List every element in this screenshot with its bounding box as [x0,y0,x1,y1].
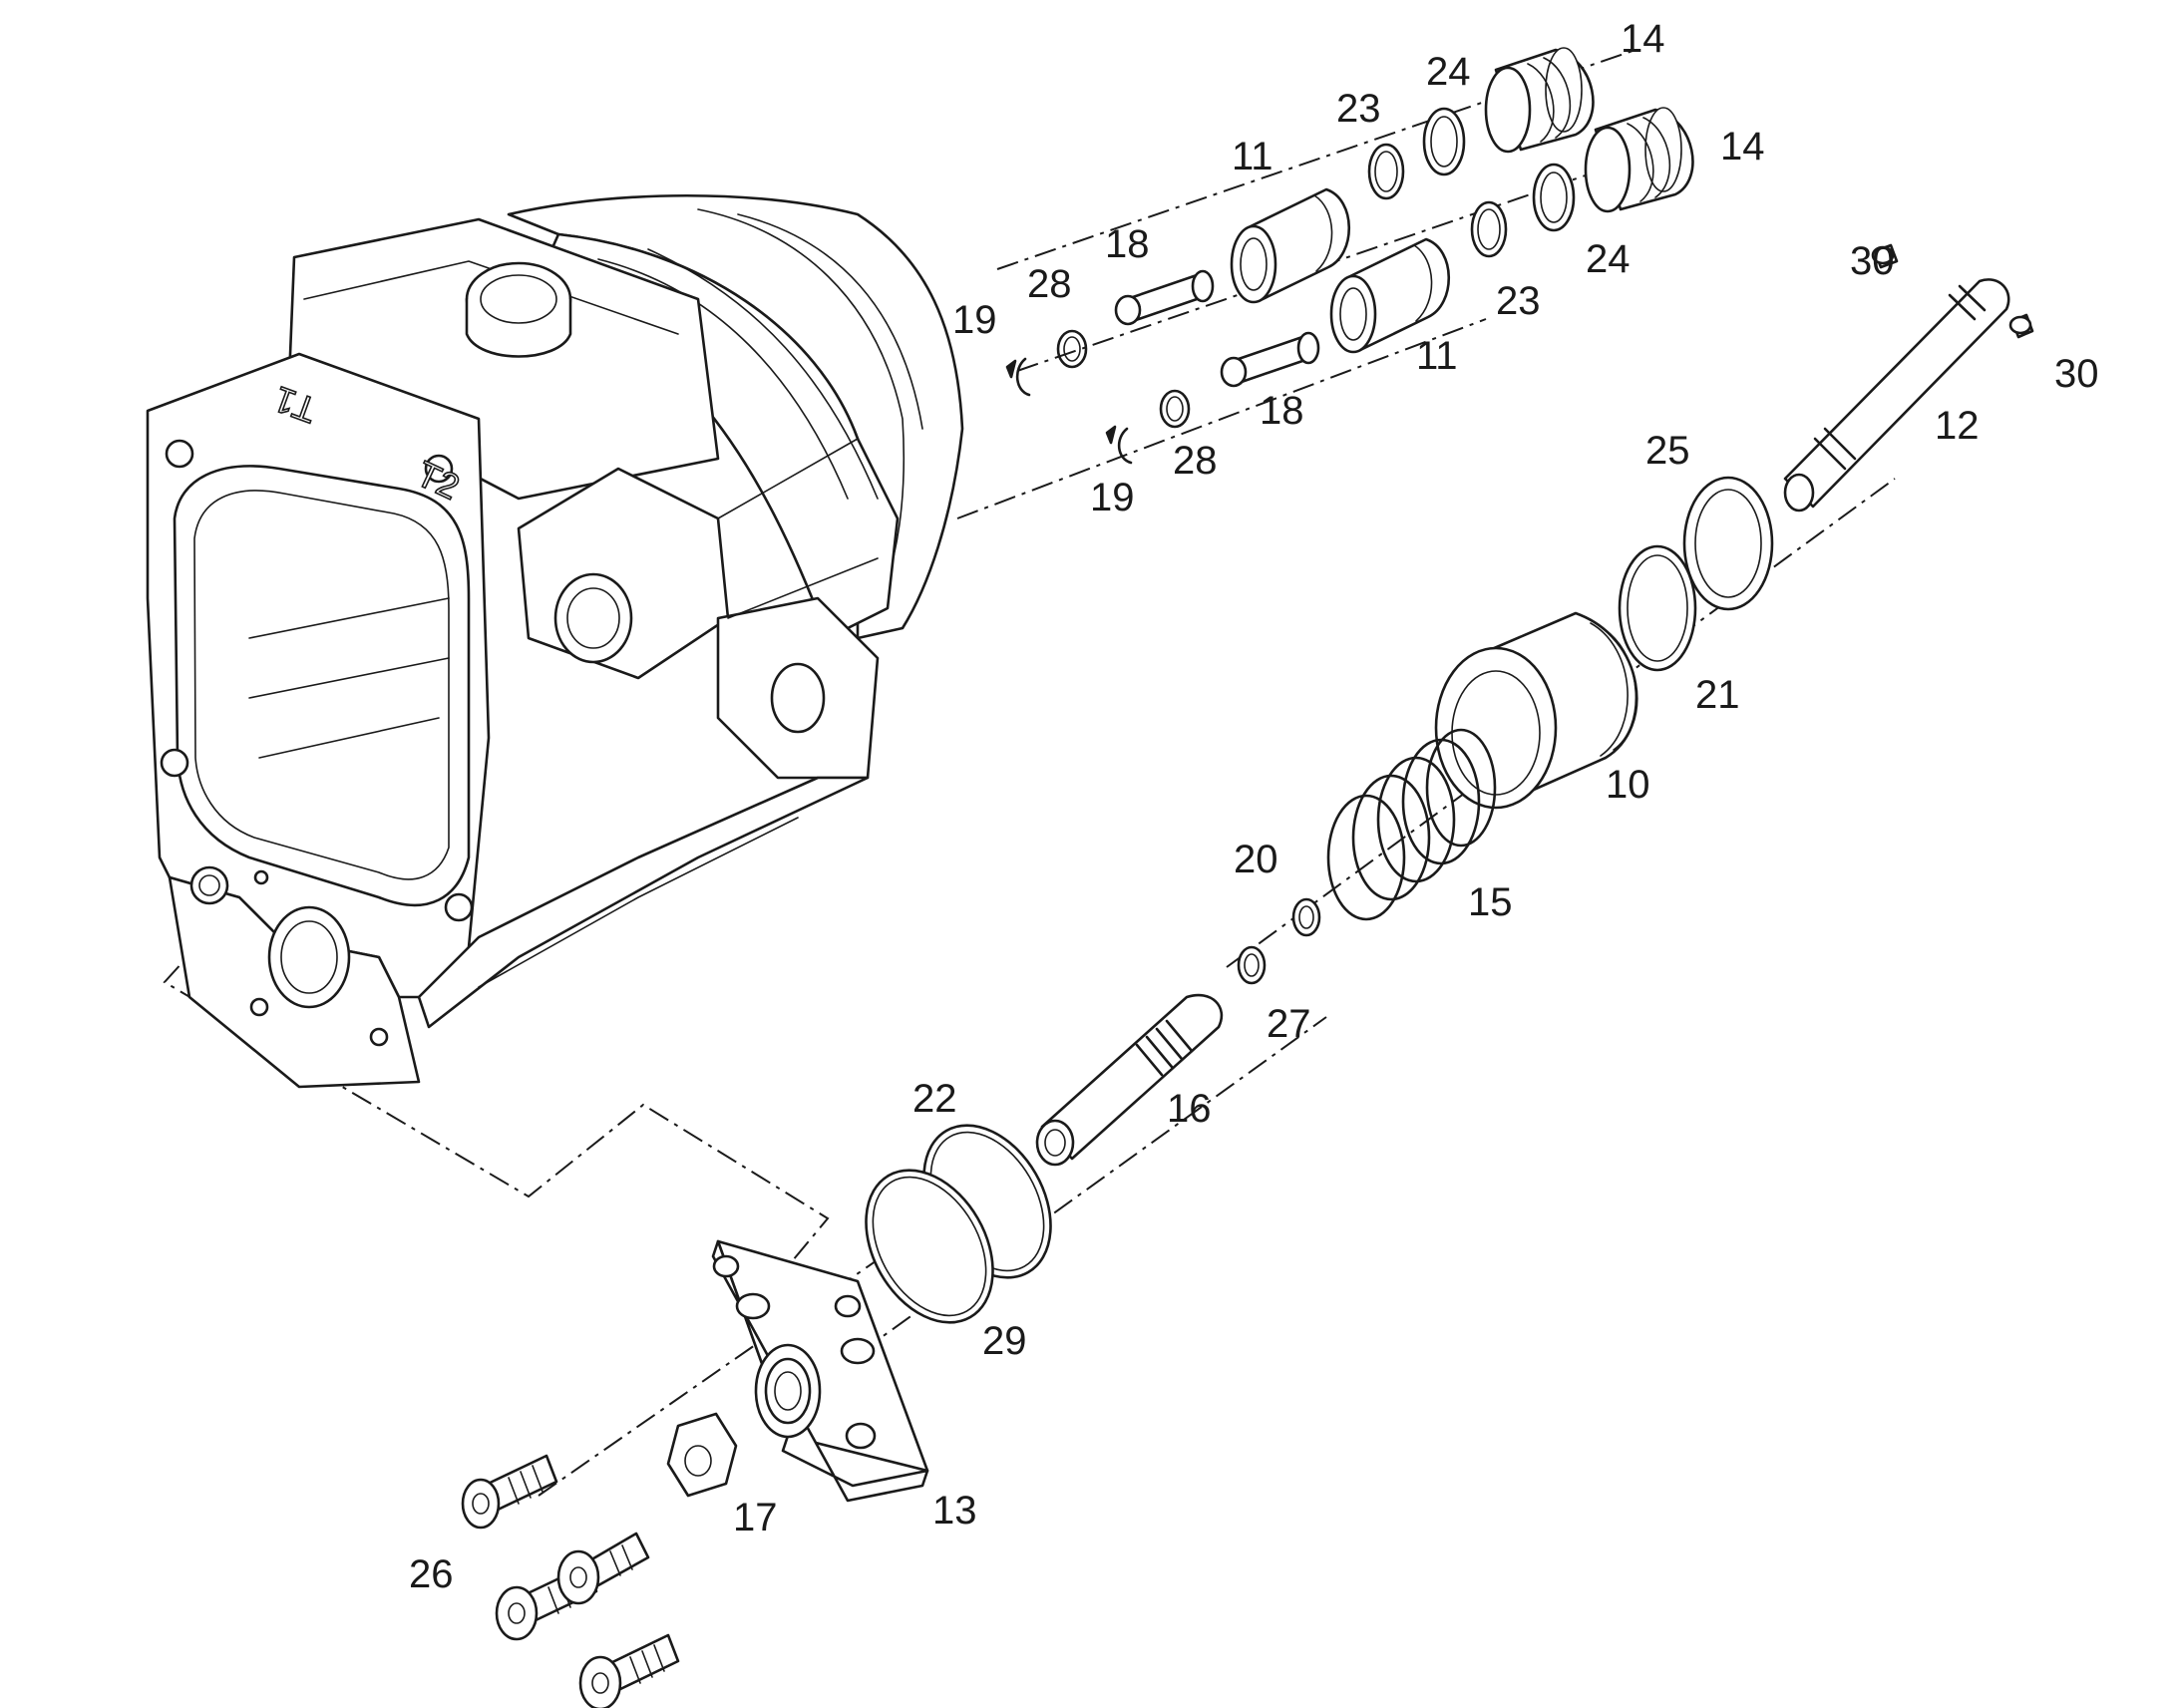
callout-28: 28 [1173,439,1218,483]
part-12-rod [1783,278,2010,512]
part-24-seal-upper [1422,107,1466,176]
part-26-cap-screw-4 [578,1633,680,1708]
part-28-circlip-upper [1056,329,1088,369]
part-14-plug-upper [1484,47,1595,154]
part-23-ring-upper [1367,143,1405,200]
part-14-plug-lower [1584,107,1694,213]
part-18-pin-upper [1114,269,1215,326]
part-11-sleeve-lower [1329,237,1450,354]
part-13-cover-flange [711,1239,929,1503]
part-23-ring-lower [1470,200,1508,258]
callout-14: 14 [1621,17,1665,61]
callout-17: 17 [733,1496,778,1539]
part-11-sleeve-upper [1230,187,1350,304]
callout-11: 11 [1232,135,1273,178]
callout-27: 27 [1267,1002,1311,1046]
callout-24: 24 [1586,237,1631,281]
part-29-o-ring [865,1169,994,1324]
callout-25: 25 [1645,429,1690,473]
callout-24: 24 [1426,50,1471,94]
callout-19: 19 [1090,476,1135,519]
part-19-retainer-lower [1105,425,1133,465]
callout-16: 16 [1167,1087,1212,1131]
callout-26: 26 [409,1552,454,1596]
callout-21: 21 [1695,673,1740,717]
part-20-ring [1291,897,1321,937]
callout-13: 13 [932,1489,977,1533]
callout-11: 11 [1416,334,1458,378]
part-21-o-ring [1618,544,1697,672]
part-15-spring [1326,728,1497,921]
callout-30: 30 [2054,352,2099,396]
part-30-grub-screw-left [1871,243,1899,269]
callout-23: 23 [1496,279,1541,323]
part-30-grub-screw-right [2008,313,2034,339]
part-17-nut [666,1412,738,1498]
callout-15: 15 [1468,880,1513,924]
part-19-retainer-upper [1005,357,1031,397]
callout-23: 23 [1336,87,1381,131]
callout-14: 14 [1720,125,1765,169]
callout-18: 18 [1260,389,1304,433]
part-28-circlip-lower [1159,389,1191,429]
callout-10: 10 [1606,763,1650,807]
part-27-ring [1237,945,1267,985]
callout-labels: 14 24 23 11 14 30 18 28 19 24 23 11 30 12 18 28 19 25 21 10… [409,17,2099,1596]
part-16-spool [1035,993,1224,1167]
callout-19: 19 [952,298,997,342]
part-25-backup-ring [1682,476,1774,611]
part-26-cap-screw-3 [556,1532,650,1605]
callout-28: 28 [1027,262,1072,306]
part-18-pin-lower [1220,331,1320,388]
callout-18: 18 [1105,222,1150,266]
callout-20: 20 [1234,838,1278,881]
callout-29: 29 [982,1319,1027,1363]
part-10-piston [1434,611,1638,810]
part-24-seal-lower [1532,163,1576,232]
callout-22: 22 [912,1077,957,1121]
part-26-cap-screw-1 [461,1454,558,1530]
pump-housing: T1 T2 [146,194,964,1089]
callout-12: 12 [1935,404,1980,448]
callout-30: 30 [1850,239,1895,283]
